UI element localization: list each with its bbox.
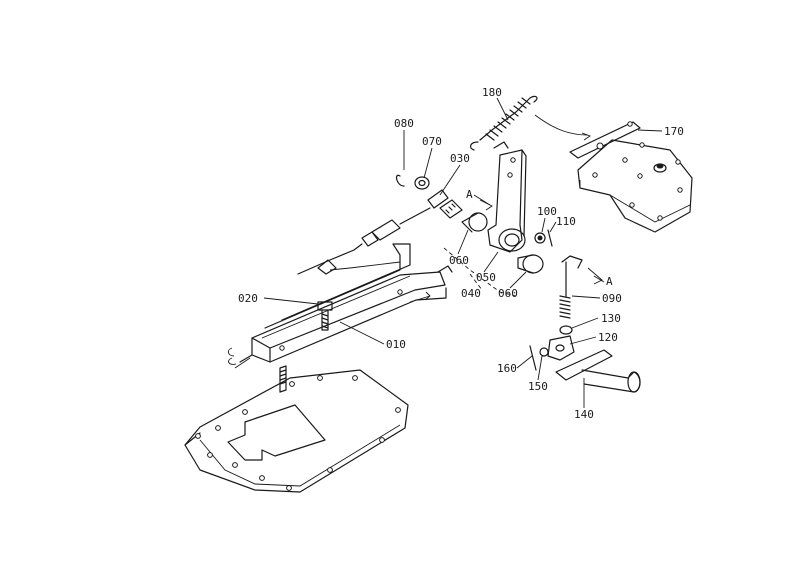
callout-170: 170 xyxy=(664,125,684,138)
callout-100: 100 xyxy=(537,205,557,218)
callout-060-left: 060 xyxy=(449,254,469,267)
callout-labels: 180 170 080 070 030 A 100 110 060 050 04… xyxy=(238,86,684,421)
callout-040: 040 xyxy=(461,287,481,300)
callout-150: 150 xyxy=(528,380,548,393)
callout-050: 050 xyxy=(476,271,496,284)
callout-A-lower: A xyxy=(606,275,613,288)
shaft-assembly xyxy=(395,174,553,297)
callout-090: 090 xyxy=(602,292,622,305)
rod-090-assembly xyxy=(529,255,641,393)
leader-lines xyxy=(263,97,663,408)
guide-plate-010 xyxy=(234,243,453,369)
callout-160: 160 xyxy=(497,362,517,375)
callout-080: 080 xyxy=(394,117,414,130)
cable-assembly xyxy=(297,207,431,275)
callout-010: 010 xyxy=(386,338,406,351)
callout-020: 020 xyxy=(238,292,258,305)
callout-030: 030 xyxy=(450,152,470,165)
callout-A-upper: A xyxy=(466,188,473,201)
callout-120: 120 xyxy=(598,331,618,344)
callout-070: 070 xyxy=(422,135,442,148)
callout-110: 110 xyxy=(556,215,576,228)
callout-130: 130 xyxy=(601,312,621,325)
base-plate xyxy=(184,369,409,493)
callout-180: 180 xyxy=(482,86,502,99)
upper-plate-170 xyxy=(534,114,693,233)
callout-140: 140 xyxy=(574,408,594,421)
spring-180 xyxy=(469,95,538,151)
shift-lever xyxy=(487,141,527,253)
bolt-020 xyxy=(227,301,333,393)
callout-060-right: 060 xyxy=(498,287,518,300)
